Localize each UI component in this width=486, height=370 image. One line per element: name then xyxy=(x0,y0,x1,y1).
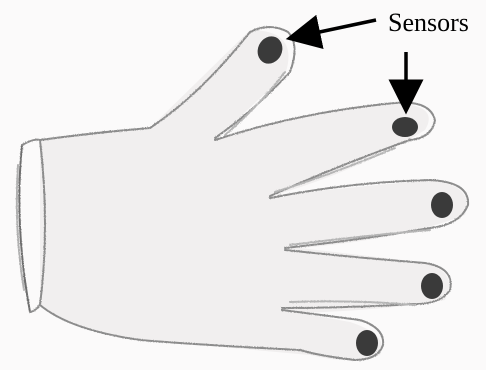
sensor-middle xyxy=(431,192,453,218)
sensor-little xyxy=(356,330,378,356)
sensor-ring xyxy=(421,273,443,299)
arrow-to-thumb-sensor xyxy=(296,20,376,37)
sensors-label: Sensors xyxy=(388,6,469,40)
sensor-index xyxy=(392,117,418,137)
glove-shading xyxy=(40,30,467,360)
